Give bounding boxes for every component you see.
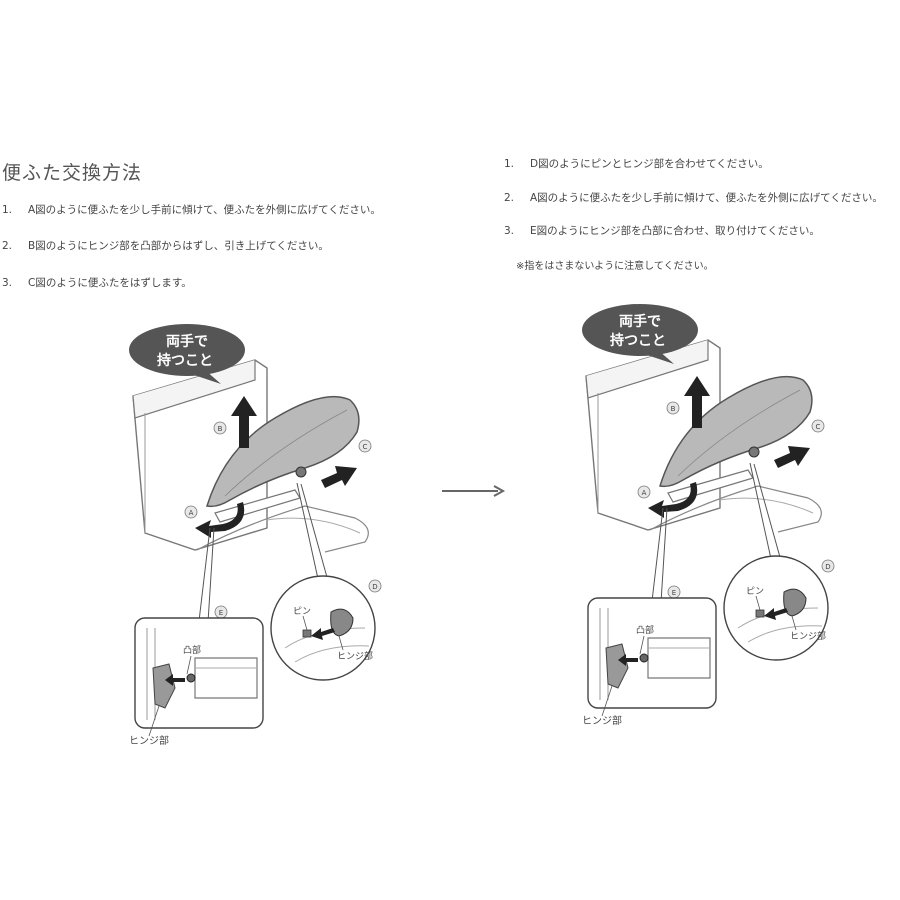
transition-arrow-icon [442,485,506,497]
pin-label: ピン [293,606,311,617]
step-text: A図のように便ふたを少し手前に傾けて、便ふたを外側に広げてください。 [530,192,883,204]
bubble-line1: 両手で [619,313,661,330]
step-number: 2. [504,192,515,204]
step-number: 3. [2,277,13,289]
protrusion-label-e: 凸部 [183,644,201,656]
marker-d: D [372,583,377,591]
marker-c: C [816,423,821,431]
left-step-2: 2. B図のようにヒンジ部を凸部からはずし、引き上げてください。 [2,238,329,253]
left-step-1: 1. A図のように便ふたを少し手前に傾けて、便ふたを外側に広げてください。 [2,202,381,217]
marker-a: A [189,509,194,517]
left-step-3: 3. C図のように便ふたをはずします。 [2,275,192,290]
hinge-label-d: ヒンジ部 [337,650,373,662]
marker-e: E [672,589,676,597]
step-number: 1. [2,204,13,216]
right-step-1: 1. D図のようにピンとヒンジ部を合わせてください。 [504,156,769,171]
step-number: 3. [504,225,515,237]
marker-b: B [671,405,676,413]
step-text: A図のように便ふたを少し手前に傾けて、便ふたを外側に広げてください。 [28,204,381,216]
hinge-label-d: ヒンジ部 [790,630,826,642]
marker-e: E [219,609,223,617]
step-text: B図のようにヒンジ部を凸部からはずし、引き上げてください。 [28,240,329,252]
right-step-3: 3. E図のようにヒンジ部を凸部に合わせ、取り付けてください。 [504,223,820,238]
right-diagram: B C A E D 両手で 持つこと [582,304,835,727]
left-diagram: B C A E D 両手で 持つこと [129,324,382,747]
bubble-line1: 両手で [166,333,208,350]
protrusion-label-e: 凸部 [636,624,654,636]
marker-c: C [363,443,368,451]
page-title: 便ふた交換方法 [2,162,143,184]
step-number: 2. [2,240,13,252]
bubble-line2: 持つこと [610,332,666,349]
hinge-label-e: ヒンジ部 [129,734,169,747]
step-number: 1. [504,158,515,170]
right-step-2: 2. A図のように便ふたを少し手前に傾けて、便ふたを外側に広げてください。 [504,190,883,205]
caution-note: ※指をはさまないように注意してください。 [516,261,714,272]
step-text: D図のようにピンとヒンジ部を合わせてください。 [530,158,769,170]
bubble-line2: 持つこと [157,352,213,369]
hinge-label-e: ヒンジ部 [582,714,622,727]
pin-label: ピン [746,586,764,597]
marker-b: B [218,425,223,433]
step-text: C図のように便ふたをはずします。 [28,277,192,289]
marker-d: D [825,563,830,571]
marker-a: A [642,489,647,497]
step-text: E図のようにヒンジ部を凸部に合わせ、取り付けてください。 [530,225,820,237]
